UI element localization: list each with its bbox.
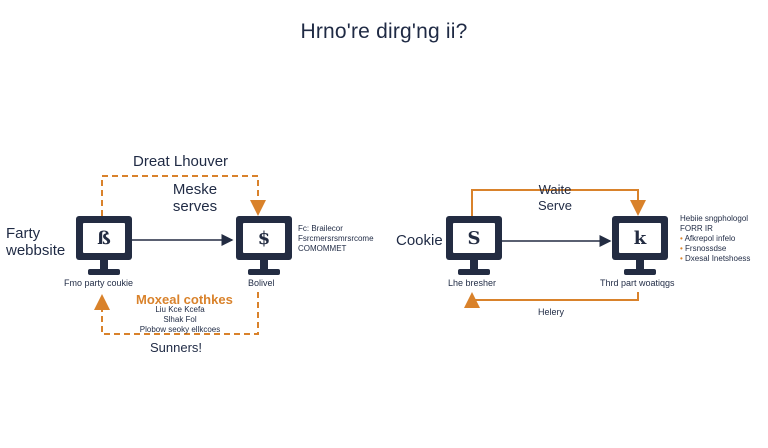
left-source-label: Farty webbsite bbox=[6, 225, 66, 259]
monitor-icon: k bbox=[612, 216, 668, 260]
right-top-label: Waite Serve bbox=[538, 182, 572, 213]
side-bullet: Afkrepol infelo bbox=[680, 234, 762, 244]
monitor-icon: ß bbox=[76, 216, 132, 260]
left-bottom-orange-label: Moxeal cothkes bbox=[136, 292, 233, 307]
right-source-caption: Lhe bresher bbox=[448, 278, 497, 288]
right-bottom-link bbox=[464, 292, 639, 308]
target-glyph: k bbox=[633, 227, 647, 249]
side-subtitle: FORR IR bbox=[680, 224, 713, 233]
note-line: Fc: Brailecor bbox=[298, 224, 343, 233]
side-bullet: Frsnossdse bbox=[680, 244, 762, 254]
note-line: Fsrcmersrsmrsrcome bbox=[298, 234, 374, 243]
target-glyph: $ bbox=[257, 227, 271, 249]
left-source-monitor: ß bbox=[76, 216, 132, 280]
source-glyph: ß bbox=[97, 227, 111, 249]
left-target-caption: Bolivel bbox=[248, 278, 275, 288]
note-line: Plobow seoky ellkcoes bbox=[139, 325, 221, 334]
right-target-monitor: k bbox=[612, 216, 668, 280]
left-bottom-notes: Liu Kce Kcefa Slhak Fol Plobow seoky ell… bbox=[130, 305, 230, 335]
right-target-caption: Thrd part woatiqgs bbox=[600, 278, 675, 288]
side-bullet: Dxesal Inetshoess bbox=[680, 254, 762, 264]
left-bottom-dashed-link bbox=[94, 292, 259, 335]
left-middle-label: Meske serves bbox=[172, 181, 218, 215]
left-source-caption: Fmo party coukie bbox=[64, 278, 134, 288]
right-bottom-label: Helery bbox=[538, 307, 565, 317]
left-top-dashed-link bbox=[101, 175, 266, 216]
right-source-label: Cookie bbox=[396, 232, 443, 249]
right-source-monitor: S bbox=[446, 216, 502, 280]
page-title: Hrno're dirg'ng ii? bbox=[300, 20, 468, 43]
right-side-notes: Hebiie sngphologol FORR IR Afkrepol infe… bbox=[680, 214, 762, 264]
left-bottom-label: Sunners! bbox=[150, 340, 203, 355]
right-top-link bbox=[471, 189, 646, 216]
left-top-label: Dreat Lhouver bbox=[133, 153, 229, 170]
side-title: Hebiie sngphologol bbox=[680, 214, 749, 223]
note-line: COMOMMET bbox=[298, 244, 347, 253]
left-target-notes: Fc: Brailecor Fsrcmersrsmrsrcome COMOMME… bbox=[298, 224, 374, 254]
monitor-icon: S bbox=[446, 216, 502, 260]
source-glyph: S bbox=[467, 227, 481, 249]
note-line: Liu Kce Kcefa bbox=[155, 305, 205, 314]
note-line: Slhak Fol bbox=[163, 315, 197, 324]
monitor-icon: $ bbox=[236, 216, 292, 260]
left-target-monitor: $ bbox=[236, 216, 292, 280]
